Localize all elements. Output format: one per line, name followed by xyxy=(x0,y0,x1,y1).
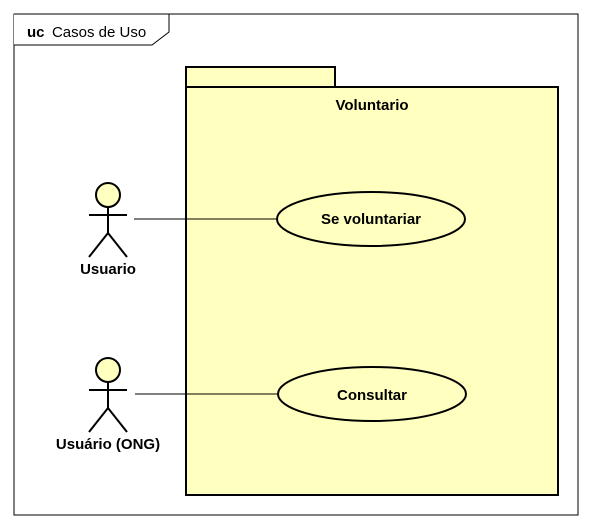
use-case-label: Consultar xyxy=(337,387,407,404)
use-case-consultar[interactable]: Consultar xyxy=(277,366,467,422)
frame-tag-pentagon xyxy=(14,13,170,46)
actor-label: Usuario xyxy=(80,261,136,278)
frame-keyword: uc xyxy=(27,24,45,41)
actor-stick-figure-icon xyxy=(88,357,128,433)
actor-stick-figure-icon xyxy=(88,182,128,258)
package-tab xyxy=(185,66,336,89)
use-case-se-voluntariar[interactable]: Se voluntariar xyxy=(276,191,466,247)
diagram-frame: uc Casos de Uso xyxy=(13,13,579,516)
frame-border xyxy=(13,13,579,516)
use-case-ellipse xyxy=(277,366,467,422)
actor-usuario[interactable]: Usuario xyxy=(80,182,136,278)
package-body xyxy=(185,86,559,496)
frame-tag-text: uc Casos de Uso xyxy=(27,24,146,41)
actor-usuario-ong[interactable]: Usuário (ONG) xyxy=(56,357,160,453)
frame-name: Casos de Uso xyxy=(52,24,146,41)
package-voluntario[interactable]: Voluntario xyxy=(185,66,559,496)
package-name: Voluntario xyxy=(335,97,408,114)
actor-label: Usuário (ONG) xyxy=(56,436,160,453)
use-case-ellipse xyxy=(276,191,466,247)
use-case-label: Se voluntariar xyxy=(321,211,421,228)
